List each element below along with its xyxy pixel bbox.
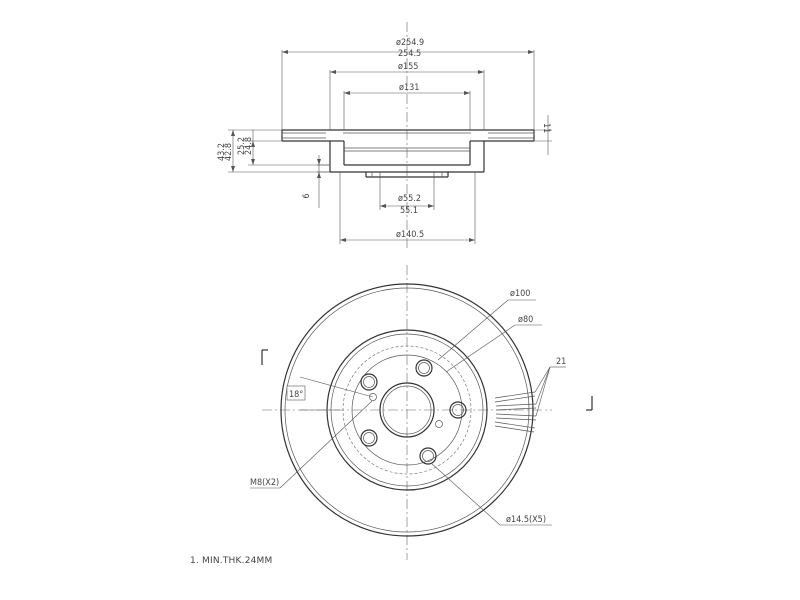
pcd-circle [351, 354, 463, 466]
hub-thickness-label: 6 [302, 193, 312, 198]
inner-diameter-label: ø131 [399, 83, 419, 93]
hub-height-max-label: 25.2 [237, 137, 247, 155]
center-bore-circle [379, 382, 435, 438]
outer-chamfer-circle [284, 287, 530, 533]
dim-step-diameter: ø140.5 [339, 172, 476, 244]
bolt-holes-label: ø14.5(X5) [506, 515, 546, 525]
dim-center-bore: ø55.2 55.1 [379, 177, 435, 216]
height-max-label: 43.2 [217, 143, 227, 161]
dim-inner-diameter: ø131 [343, 83, 471, 130]
hub-height-min-label: 24.8 [244, 137, 254, 155]
vent-count-label: 21 [556, 357, 566, 367]
dim-outer-diameter: ø254.9 254.5 [281, 38, 535, 130]
thread-hole [435, 420, 443, 428]
hat-diameter-label: ø155 [398, 62, 418, 72]
vent-slots [494, 391, 537, 433]
front-view: ø100 ø80 21 18° M8(X2) [250, 265, 593, 560]
center-bore-max-label: ø55.2 [398, 194, 421, 204]
outer-diameter-min-label: 254.5 [398, 49, 421, 59]
leader-bolt-holes: ø14.5(X5) [430, 462, 552, 526]
thread-holes-label: M8(X2) [250, 478, 279, 488]
dim-disc-thickness: 11 [534, 115, 552, 155]
disc-profile [281, 129, 535, 178]
section-mark-right [586, 396, 593, 411]
bolt-hole [360, 429, 378, 447]
bolt-hole [419, 447, 437, 465]
leader-inner-circle: ø80 [445, 315, 542, 373]
leader-pcd: ø100 [437, 289, 536, 361]
dim-hub-thickness: 6 [302, 155, 330, 208]
outer-edge-circle [280, 283, 534, 537]
thread-hole [369, 393, 377, 401]
center-bore-min-label: 55.1 [400, 206, 418, 216]
bolt-holes [360, 359, 467, 465]
section-view: ø254.9 254.5 ø155 ø131 11 [217, 22, 552, 250]
dim-hub-height: 25.2 24.8 [237, 130, 330, 166]
bolt-hole [449, 401, 467, 419]
disc-thickness-label: 11 [541, 123, 551, 133]
inner-circle-label: ø80 [518, 315, 533, 325]
pcd-label: ø100 [510, 289, 530, 299]
bolt-hole [415, 359, 433, 377]
section-mark-left [261, 349, 268, 365]
angle-label: 18° [289, 390, 303, 400]
height-min-label: 42.8 [224, 143, 234, 161]
bolt-hole [360, 373, 378, 391]
leader-thread-holes: M8(X2) [250, 400, 373, 489]
step-diameter-label: ø140.5 [396, 230, 424, 240]
dim-overall-height: 43.2 42.8 [217, 129, 330, 173]
dim-hat-diameter: ø155 [329, 62, 485, 130]
leader-vent-count: 21 [534, 357, 566, 417]
min-thickness-note: 1. MIN.THK.24MM [190, 556, 273, 566]
inner-hidden-circle [342, 345, 472, 475]
center-bore-chamfer [382, 385, 432, 435]
angle-annotation: 18° [286, 376, 374, 411]
outer-diameter-max-label: ø254.9 [396, 38, 424, 48]
